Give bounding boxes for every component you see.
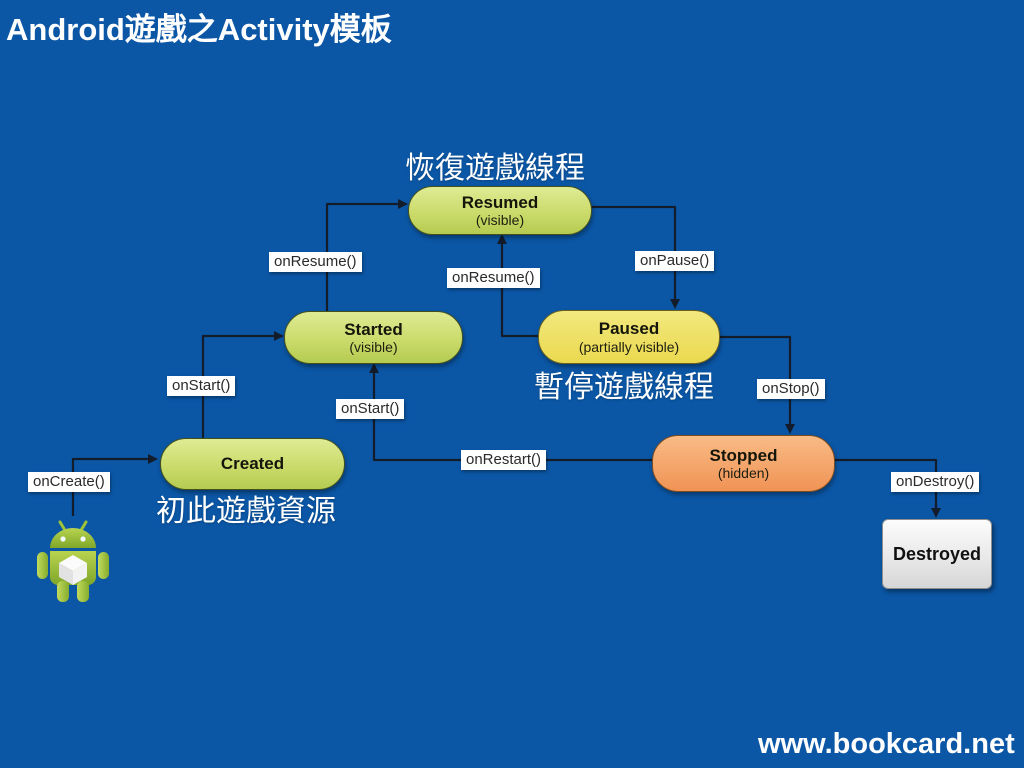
node-created: Created	[160, 438, 345, 490]
node-stopped: Stopped (hidden)	[652, 435, 835, 492]
label-oncreate: onCreate()	[28, 472, 110, 492]
node-destroyed: Destroyed	[882, 519, 992, 589]
node-resumed-title: Resumed	[461, 192, 539, 212]
annotation-resume-thread: 恢復遊戲線程	[405, 152, 585, 185]
edge-onstart-left-line	[201, 331, 284, 438]
node-resumed-subtitle: (visible)	[475, 212, 525, 229]
label-onpause: onPause()	[635, 251, 715, 271]
label-onrestart: onRestart()	[461, 450, 547, 470]
node-resumed: Resumed (visible)	[408, 186, 592, 235]
node-stopped-title: Stopped	[709, 445, 778, 465]
edge-onresume-left-line	[325, 199, 408, 311]
node-created-title: Created	[220, 454, 285, 474]
label-onstop: onStop()	[757, 379, 825, 399]
node-started: Started (visible)	[284, 311, 463, 364]
label-onstart-left: onStart()	[167, 376, 236, 396]
label-onstart-right: onStart()	[336, 399, 405, 419]
edge-onresume-right-line	[497, 234, 538, 338]
node-paused: Paused (partially visible)	[538, 310, 720, 364]
edge-oncreate-line	[71, 454, 158, 516]
node-stopped-subtitle: (hidden)	[717, 465, 770, 482]
android-robot-icon	[37, 520, 109, 602]
label-onresume-right: onResume()	[447, 268, 540, 288]
node-destroyed-title: Destroyed	[892, 543, 982, 564]
edge-ondestroy-line	[832, 458, 941, 518]
watermark-url: www.bookcard.net	[758, 728, 1015, 760]
node-paused-subtitle: (partially visible)	[578, 338, 680, 355]
node-started-subtitle: (visible)	[349, 339, 398, 356]
annotation-init-resources: 初此遊戲資源	[156, 495, 336, 528]
node-started-title: Started	[344, 319, 403, 339]
label-ondestroy: onDestroy()	[891, 472, 980, 492]
label-onresume-left: onResume()	[269, 252, 362, 272]
page-title: Android遊戲之Activity模板	[6, 12, 392, 47]
annotation-pause-thread: 暫停遊戲線程	[534, 371, 714, 404]
node-paused-title: Paused	[598, 319, 660, 339]
